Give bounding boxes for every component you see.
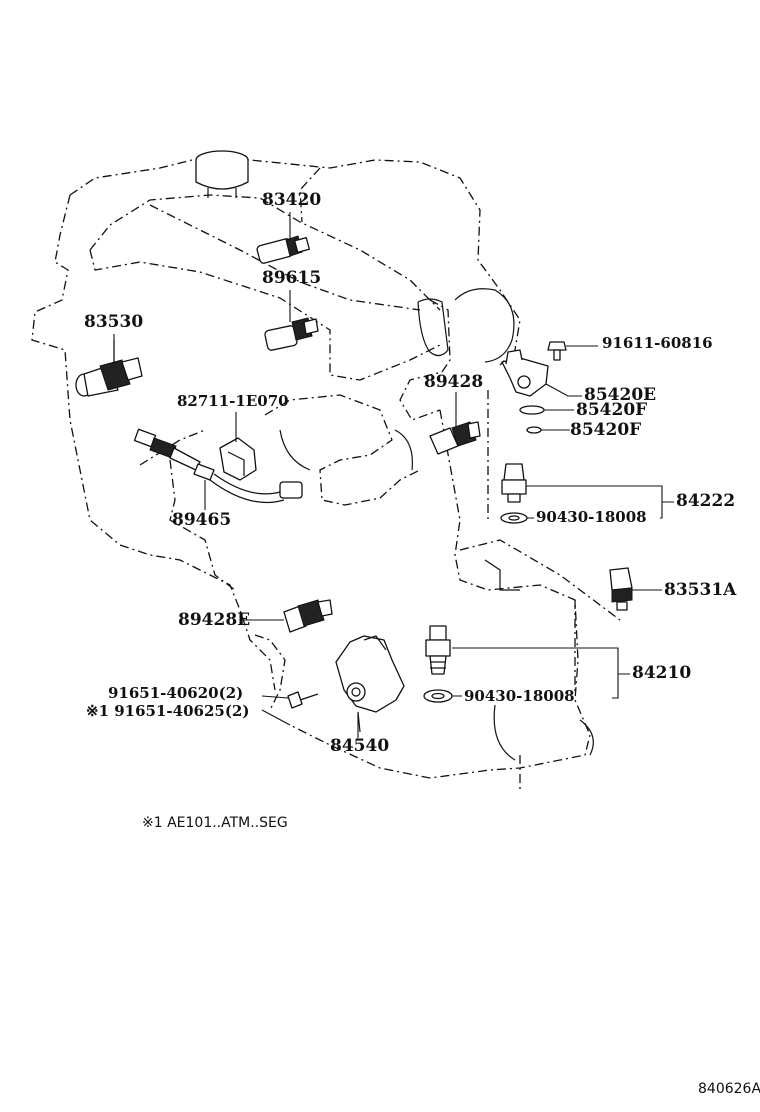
part-89465-drawing xyxy=(133,428,303,503)
part-84210-drawing xyxy=(423,625,453,703)
callout-84540: 84540 xyxy=(330,736,390,756)
callout-82711-1e070: 82711-1E070 xyxy=(177,392,289,410)
callout-83530: 83530 xyxy=(84,312,144,332)
part-83420-drawing xyxy=(256,235,310,264)
part-91651-bolt-drawing xyxy=(287,691,319,709)
part-85420e-drawing xyxy=(501,349,549,397)
engine-contours xyxy=(279,288,594,761)
callout-91611-60816: 91611-60816 xyxy=(602,334,713,352)
drawing-number: 840626A xyxy=(698,1081,760,1097)
callout-89428: 89428 xyxy=(424,372,484,392)
part-85420f-oring-small xyxy=(526,426,542,434)
callout-85420e: 85420E xyxy=(584,385,657,405)
callout-89615: 89615 xyxy=(262,268,322,288)
callout-89465: 89465 xyxy=(172,510,232,530)
callout-89428e: 89428E xyxy=(178,610,251,630)
callout-91651-40620: 91651-40620(2) xyxy=(108,684,244,702)
callout-83420: 83420 xyxy=(262,190,322,210)
part-83531a-drawing xyxy=(609,567,633,611)
part-89428-drawing xyxy=(429,421,481,455)
leader-lines xyxy=(113,212,674,738)
callout-85420f-upper: 85420F xyxy=(576,400,648,420)
part-82711-clamp-drawing xyxy=(219,437,257,481)
part-89615-drawing xyxy=(264,317,319,351)
footnote-text: ※1 AE101..ATM..SEG xyxy=(142,815,288,831)
oil-filler-cap xyxy=(195,150,249,198)
callout-84210: 84210 xyxy=(632,663,692,683)
callout-83531a: 83531A xyxy=(664,580,737,600)
callout-85420f-lower: 85420F xyxy=(570,420,642,440)
part-89428e-drawing xyxy=(283,599,333,633)
callout-90430-18008-upper: 90430-18008 xyxy=(536,508,647,526)
callout-84222: 84222 xyxy=(676,491,736,511)
part-84222-drawing xyxy=(500,463,528,524)
part-84540-drawing xyxy=(335,635,405,733)
part-85420f-oring-large xyxy=(519,405,545,415)
callout-90430-18008-lower: 90430-18008 xyxy=(464,687,575,705)
part-91611-bolt-drawing xyxy=(547,341,567,361)
part-83530-drawing xyxy=(75,340,143,397)
callout-91651-40625: ※1 91651-40625(2) xyxy=(86,702,250,720)
engine-outline xyxy=(31,157,621,790)
